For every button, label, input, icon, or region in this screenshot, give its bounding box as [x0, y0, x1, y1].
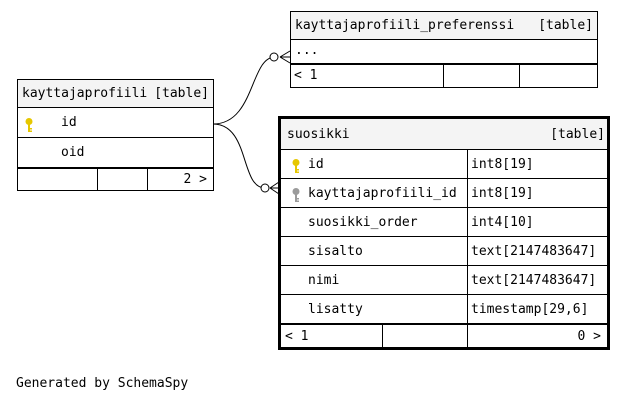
column-name: kayttajaprofiili_id [308, 186, 457, 201]
relation-preferenssi-link [212, 56, 276, 125]
table-kayttajaprofiili-preferenssi[interactable]: kayttajaprofiili_preferenssi [table] ...… [290, 11, 598, 88]
table-header: kayttajaprofiili_preferenssi [table] [291, 12, 597, 40]
column-row[interactable]: sisalto text[2147483647] [281, 237, 607, 266]
column-type: int8[19] [467, 179, 534, 207]
ellipsis-text: ... [295, 43, 319, 58]
children-count-link[interactable]: 2 > [183, 172, 207, 187]
table-name: kayttajaprofiili_preferenssi [295, 18, 515, 33]
relation-preferenssi-zero-marker [269, 52, 279, 62]
table-footer: < 1 [291, 64, 597, 87]
footer-divider [519, 65, 520, 87]
table-type-tag: [table] [538, 18, 593, 33]
parents-count-link[interactable]: < 1 [294, 68, 318, 83]
table-type-tag: [table] [550, 127, 605, 142]
relation-suosikki-crowfoot [269, 181, 280, 195]
column-row[interactable]: lisatty timestamp[29,6] [281, 295, 607, 324]
table-header: kayttajaprofiili [table] [18, 80, 213, 108]
table-name: kayttajaprofiili [22, 86, 148, 101]
table-header: suosikki [table] [281, 119, 607, 150]
column-name: oid [61, 145, 85, 160]
column-row[interactable]: id int8[19] [281, 150, 607, 179]
primary-key-icon [291, 156, 301, 185]
column-row[interactable]: nimi text[2147483647] [281, 266, 607, 295]
column-name: lisatty [308, 302, 363, 317]
children-count-link[interactable]: 0 > [577, 329, 601, 344]
column-name: sisalto [308, 244, 363, 259]
foreign-key-icon [291, 185, 301, 214]
parents-count-link[interactable]: < 1 [285, 329, 309, 344]
relation-suosikki-zero-marker [260, 183, 270, 193]
column-type: int8[19] [467, 150, 534, 178]
column-type: text[2147483647] [467, 237, 596, 265]
column-name: id [308, 157, 324, 172]
relation-suosikki-link [212, 123, 266, 189]
relation-preferenssi-crowfoot [279, 50, 291, 64]
column-name: id [61, 115, 77, 130]
table-type-tag: [table] [154, 86, 209, 101]
footer-divider [97, 169, 98, 190]
column-type: int4[10] [467, 208, 534, 236]
table-kayttajaprofiili[interactable]: kayttajaprofiili [table] id oid 2 > [17, 79, 214, 191]
column-name: nimi [308, 273, 340, 288]
table-footer: < 1 0 > [281, 324, 607, 348]
column-type: timestamp[29,6] [467, 295, 588, 323]
table-name: suosikki [287, 127, 350, 142]
collapsed-columns: ... [291, 40, 597, 64]
column-row[interactable]: oid [18, 138, 213, 168]
column-name: suosikki_order [308, 215, 418, 230]
footer-divider [382, 325, 383, 348]
generated-by-note: Generated by SchemaSpy [16, 376, 189, 391]
table-footer: 2 > [18, 168, 213, 190]
footer-divider [467, 325, 468, 348]
column-row[interactable]: id [18, 108, 213, 138]
footer-divider [147, 169, 148, 190]
column-row[interactable]: kayttajaprofiili_id int8[19] [281, 179, 607, 208]
table-suosikki[interactable]: suosikki [table] id int8[19] kayttajapro… [278, 116, 610, 350]
column-row[interactable]: suosikki_order int4[10] [281, 208, 607, 237]
column-type: text[2147483647] [467, 266, 596, 294]
footer-divider [443, 65, 444, 87]
primary-key-icon [24, 115, 34, 145]
